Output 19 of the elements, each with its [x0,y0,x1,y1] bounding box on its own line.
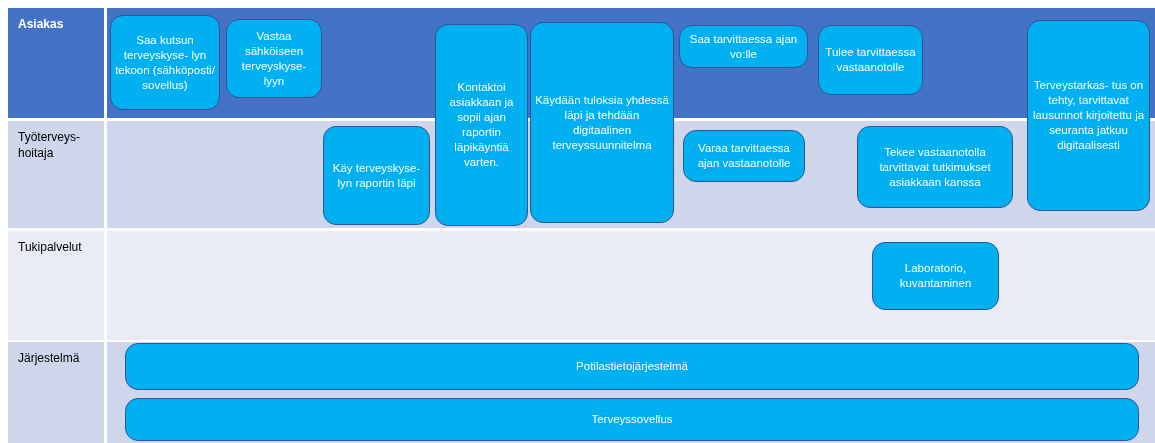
process-box: Potilastietojärjestelmä [125,343,1139,390]
process-box: Terveyssovellus [125,398,1139,441]
process-box: Terveystarkas- tus on tehty, tarvittavat lausunnot kirjoitettu ja seuranta jatkuu digitaalisesti [1027,20,1150,211]
process-box: Saa kutsun terveyskyse- lyn tekoon (sähköposti/ sovellus) [110,15,220,110]
lane-title: Asiakas [18,16,65,32]
process-box: Laboratorio, kuvantaminen [872,242,999,310]
swimlane-band [8,342,1155,443]
lane-title: Järjestelmä [18,350,81,366]
process-box: Tulee tarvittaessa vastaanotolle [818,25,923,95]
process-box: Kontaktoi asiakkaan ja sopii ajan raportin läpikäyntiä varten. [435,24,528,226]
process-box: Käydään tuloksia yhdessä läpi ja tehdään digitaalinen terveyssuunnitelma [530,22,674,223]
process-box: Tekee vastaanotolla tarvittavat tutkimukset asiakkaan kanssa [857,126,1013,208]
process-box: Käy terveyskyse- lyn raportin läpi [323,126,430,225]
process-box: Varaa tarvittaessa ajan vastaanotolle [683,130,805,182]
process-box: Vastaa sähköiseen terveyskyse- lyyn [226,19,322,98]
process-box: Saa tarvittaessa ajan vo:lle [679,25,808,68]
lane-title: Tukipalvelut [18,239,83,255]
lane-title: Työterveys- hoitaja [18,129,81,161]
swimlane-band [8,231,1155,340]
